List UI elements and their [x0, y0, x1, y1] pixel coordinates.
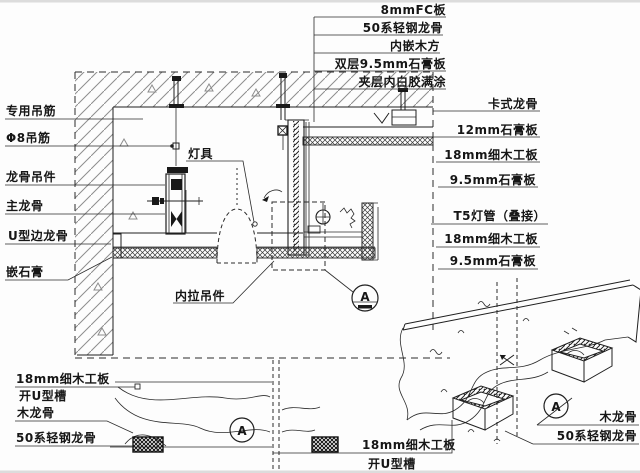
label-blockboard-18mm-lower: 18mm细木工板 — [444, 231, 538, 246]
plan-u-groove-block-1 — [132, 436, 164, 453]
label-light-fixture: 灯具 — [188, 146, 213, 161]
gypsum-strip-right — [256, 247, 376, 259]
hanger-rod-1-assembly — [147, 76, 203, 235]
plan-label-blockboard: 18mm细木工板 — [16, 371, 110, 386]
inner-labels: 灯具 内拉吊件 — [173, 146, 275, 304]
lamp-bracket — [307, 225, 321, 234]
label-steel-keel-50: 50系轻钢龙骨 — [363, 20, 443, 35]
trough-right-upstand — [361, 202, 374, 261]
plan-label-wood-keel: 木龙骨 — [16, 405, 55, 420]
plan-u-groove-block-2 — [311, 436, 339, 453]
anchor-bolt-head — [172, 76, 181, 81]
callout-leader — [324, 269, 354, 293]
plan-wave-right — [281, 406, 321, 433]
iso-wave-inner — [419, 371, 549, 431]
plan-label-leaders — [15, 386, 135, 447]
iso-view: A 木龙骨 50系轻钢龙骨 — [398, 278, 640, 445]
plan-wave-2 — [114, 397, 271, 433]
label-fc-board: 8mmFC板 — [381, 2, 447, 17]
anchor-bolt-head — [279, 73, 287, 78]
label-gypsum-9-5mm-upper: 9.5mm石膏板 — [450, 172, 537, 187]
iso-marker-circle — [543, 393, 569, 419]
left-labels: 专用吊筋 Φ8吊筋 龙骨吊件 主龙骨 U型边龙骨 嵌石膏 — [5, 103, 174, 281]
right-label-leaders — [431, 110, 548, 270]
light-fixture-dome — [216, 168, 258, 264]
detail-marker-letter: A — [360, 290, 370, 304]
hanger-rod-2 — [276, 73, 290, 150]
u-edge-runner — [112, 233, 122, 259]
t5-lamp — [307, 203, 356, 234]
label-special-hanger: 专用吊筋 — [6, 103, 56, 118]
label-gypsum-12mm: 12mm石膏板 — [457, 122, 539, 137]
left-label-leaders — [5, 118, 172, 281]
iso-section-cut-lines — [496, 278, 518, 444]
lower-ceiling — [112, 202, 379, 261]
iso-label-leaders — [504, 397, 639, 445]
iso-label-u-groove: 开U型槽 — [368, 456, 416, 471]
label-clip-keel: 卡式龙骨 — [488, 96, 538, 111]
iso-u-channel-block-1 — [451, 385, 515, 431]
plan-marker-letter: A — [237, 424, 247, 438]
plan-wave-1 — [117, 386, 271, 401]
plan-marker-circle — [229, 417, 255, 443]
anchor-plate — [276, 104, 290, 108]
label-phi8-rod: Φ8吊筋 — [6, 130, 51, 145]
gypsum-strip-left — [112, 247, 218, 259]
hook-arrow — [263, 189, 283, 199]
iso-panel-right-cap — [627, 284, 640, 343]
iso-wave-outer — [406, 336, 629, 421]
plan-break-lines — [272, 360, 280, 470]
plan-view: A — [110, 360, 339, 470]
label-t5-lamp: T5灯管（叠接） — [453, 208, 546, 223]
label-blockboard-18mm-upper: 18mm细木工板 — [444, 147, 538, 162]
keel-hanger-clamp — [167, 167, 188, 173]
bolt-nut — [152, 197, 159, 205]
iso-marker-letter: A — [551, 400, 561, 414]
iso-label-wood-keel: 木龙骨 — [598, 409, 637, 424]
clip-keel — [391, 109, 417, 126]
main-runner-channel — [165, 173, 186, 235]
top-label-leaders — [313, 16, 446, 122]
clip-keel-bolt-head — [398, 88, 408, 92]
label-inner-hanger: 内拉吊件 — [175, 288, 225, 303]
label-u-edge-keel: U型边龙骨 — [8, 228, 68, 243]
label-keel-hanger: 龙骨吊件 — [6, 169, 56, 184]
concrete-structure — [74, 71, 450, 359]
iso-torn-edge — [398, 327, 409, 421]
label-embedded-wood: 内嵌木方 — [390, 38, 440, 53]
label-double-gypsum: 双层9.5mm石膏板 — [335, 56, 447, 71]
lamp-clip-squiggle — [339, 207, 356, 229]
trough-floor-boards — [304, 231, 362, 238]
plan-label-steel-keel: 50系轻钢龙骨 — [16, 430, 96, 445]
scan-edge-bottom — [0, 470, 640, 473]
iso-label-blockboard: 18mm细木工板 — [362, 437, 456, 452]
iso-u-channel-block-2 — [550, 337, 614, 383]
clip-keel-bolt — [400, 92, 406, 110]
bottom-center-labels: 18mm细木工板 开U型槽 — [273, 420, 456, 471]
plan-label-u-groove: 开U型槽 — [19, 388, 67, 403]
right-labels: 卡式龙骨 12mm石膏板 18mm细木工板 9.5mm石膏板 T5灯管（叠接） … — [431, 96, 548, 270]
plan-labels: 18mm细木工板 开U型槽 木龙骨 50系轻钢龙骨 — [15, 371, 141, 447]
iso-panel-top-edge — [402, 279, 634, 331]
upper-ceiling — [302, 88, 434, 146]
label-gypsum-9-5mm-lower: 9.5mm石膏板 — [450, 253, 537, 268]
concrete-triangle-marks — [93, 81, 407, 336]
anchor-plate — [169, 104, 184, 108]
scan-edge-top — [0, 0, 640, 3]
label-white-glue: 夹层内白胶满涂 — [358, 74, 446, 89]
label-gypsum-filler: 嵌石膏 — [6, 264, 44, 279]
detail-marker-circle — [351, 284, 379, 312]
iso-label-leader-long — [273, 420, 453, 454]
clip-keel-hook — [373, 112, 390, 124]
iso-texture-squiggles — [429, 301, 578, 442]
top-labels: 8mmFC板 50系轻钢龙骨 内嵌木方 双层9.5mm石膏板 夹层内白胶满涂 — [313, 2, 447, 122]
rod-connector — [277, 125, 288, 136]
gypsum-board-12mm — [302, 136, 434, 146]
label-main-keel: 主龙骨 — [6, 198, 44, 213]
iso-label-steel-keel: 50系轻钢龙骨 — [557, 428, 637, 443]
detail-callout-A: A — [262, 189, 379, 312]
